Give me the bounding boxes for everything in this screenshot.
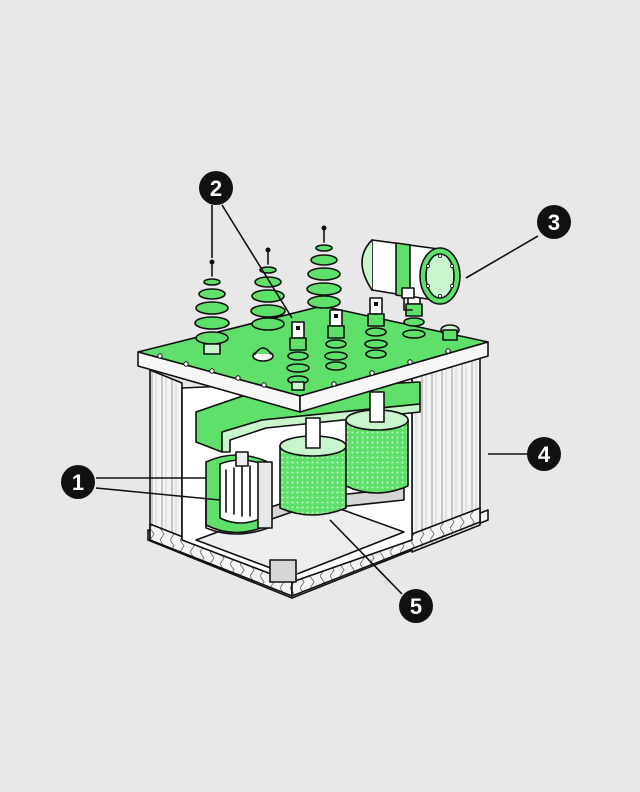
callout-2-label: 2 <box>210 176 222 201</box>
cooling-fins-left <box>149 369 183 553</box>
hv-bushing-3 <box>306 225 342 309</box>
cover-right-edge <box>299 341 489 413</box>
winding-middle <box>279 417 347 516</box>
cover-bolts <box>157 348 451 388</box>
leader-lines <box>95 204 539 595</box>
callout-3-label: 3 <box>548 210 560 235</box>
callout-5: 5 <box>399 589 433 623</box>
valve <box>440 324 460 341</box>
lv-bushing-2 <box>324 309 348 371</box>
hv-bushings <box>194 225 342 355</box>
winding-right <box>345 391 409 494</box>
callout-1: 1 <box>61 465 95 499</box>
conservator-bolts <box>425 253 454 298</box>
callout-4: 4 <box>527 437 561 471</box>
lv-bushing-3 <box>364 297 388 359</box>
callout-3: 3 <box>537 205 571 239</box>
callout-4-label: 4 <box>538 442 551 467</box>
lv-bushings <box>286 287 426 391</box>
callout-2: 2 <box>199 171 233 205</box>
callout-1-label: 1 <box>72 470 84 495</box>
hv-bushing-1 <box>194 259 230 355</box>
conservator-tank <box>361 239 461 311</box>
winding-left-cutaway <box>205 451 273 535</box>
drain-block <box>269 559 297 583</box>
hv-bushing-2 <box>250 247 286 331</box>
callout-5-label: 5 <box>410 594 422 619</box>
lv-bushing-1 <box>286 321 310 391</box>
inspection-dome <box>252 347 274 362</box>
windings <box>205 391 409 535</box>
cooling-fins-front-right <box>291 507 481 597</box>
tank-cover <box>137 305 489 413</box>
